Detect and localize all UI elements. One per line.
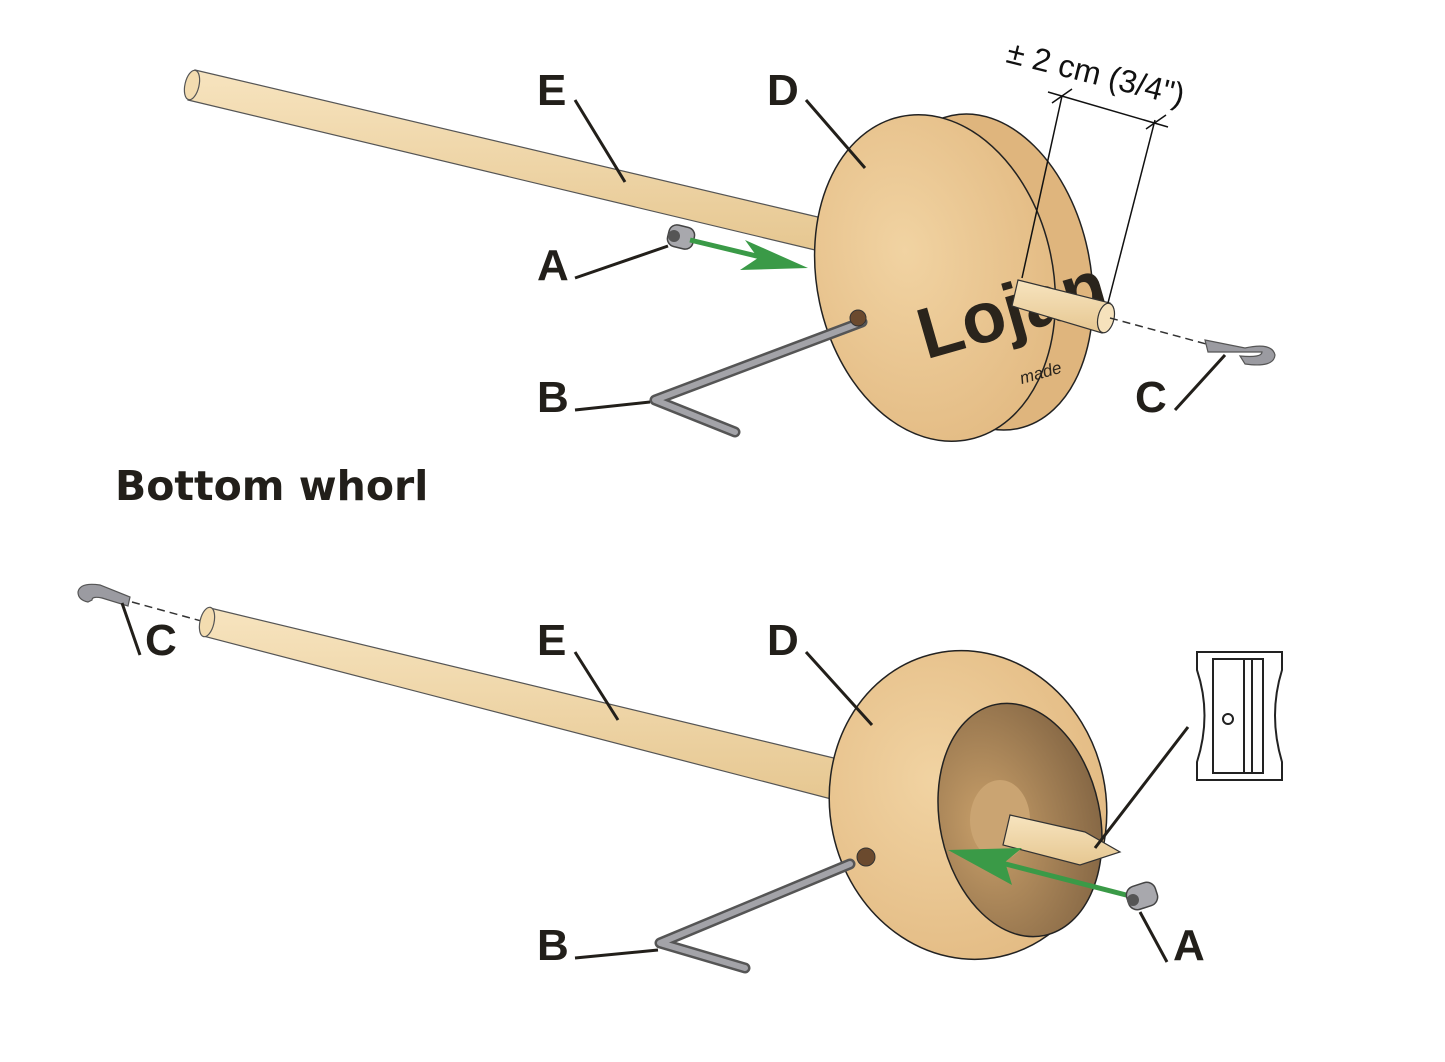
leader-c xyxy=(1173,353,1227,412)
hole xyxy=(849,309,867,327)
shaft-e-bottom xyxy=(202,607,843,801)
label-b-bottom: B xyxy=(537,921,569,970)
leader-a-bottom xyxy=(1138,911,1169,963)
hook-c-bottom xyxy=(77,583,131,607)
label-d-bottom: D xyxy=(767,616,799,665)
leader-a xyxy=(574,244,669,280)
hex-key-b-bottom xyxy=(654,858,856,974)
shaft-end xyxy=(183,69,201,101)
leader-d xyxy=(804,99,867,169)
label-c-bottom: C xyxy=(145,616,177,665)
green-arrow-bottom xyxy=(948,848,1131,899)
shaft-end-bottom xyxy=(198,606,216,638)
section-heading: Bottom whorl xyxy=(115,462,428,510)
dimension-label: ± 2 cm (3/4") xyxy=(1003,34,1188,113)
green-arrow xyxy=(689,237,808,270)
label-a-bottom: A xyxy=(1173,921,1205,970)
label-b: B xyxy=(537,373,569,422)
label-e-bottom: E xyxy=(537,616,566,665)
leader-sharpen xyxy=(1093,726,1190,849)
pencil-sharpener-icon xyxy=(1196,651,1283,781)
dashed-guide xyxy=(1109,317,1211,346)
hex-key-b xyxy=(649,316,868,438)
label-c: C xyxy=(1135,373,1167,422)
top-diagram: Lojan made ± 2 cm (3/4") xyxy=(183,34,1276,442)
bottom-diagram: E D B A C xyxy=(77,583,1283,974)
set-screw-a xyxy=(666,224,696,250)
label-d: D xyxy=(767,66,799,115)
label-e: E xyxy=(537,66,566,115)
leader-e-bottom xyxy=(573,651,620,721)
set-screw-a-bottom xyxy=(1125,881,1159,911)
hole-bottom xyxy=(856,847,876,867)
label-a: A xyxy=(537,241,569,290)
leader-b xyxy=(574,400,651,412)
whorl-d xyxy=(813,114,1057,442)
leader-e xyxy=(573,99,627,183)
leader-c-bottom xyxy=(120,602,142,656)
leader-b-bottom xyxy=(574,948,659,960)
shaft-e xyxy=(187,69,823,251)
shaft-tip-bottom xyxy=(1002,814,1122,866)
leader-d-bottom xyxy=(804,650,874,727)
hook-c xyxy=(1204,339,1276,366)
